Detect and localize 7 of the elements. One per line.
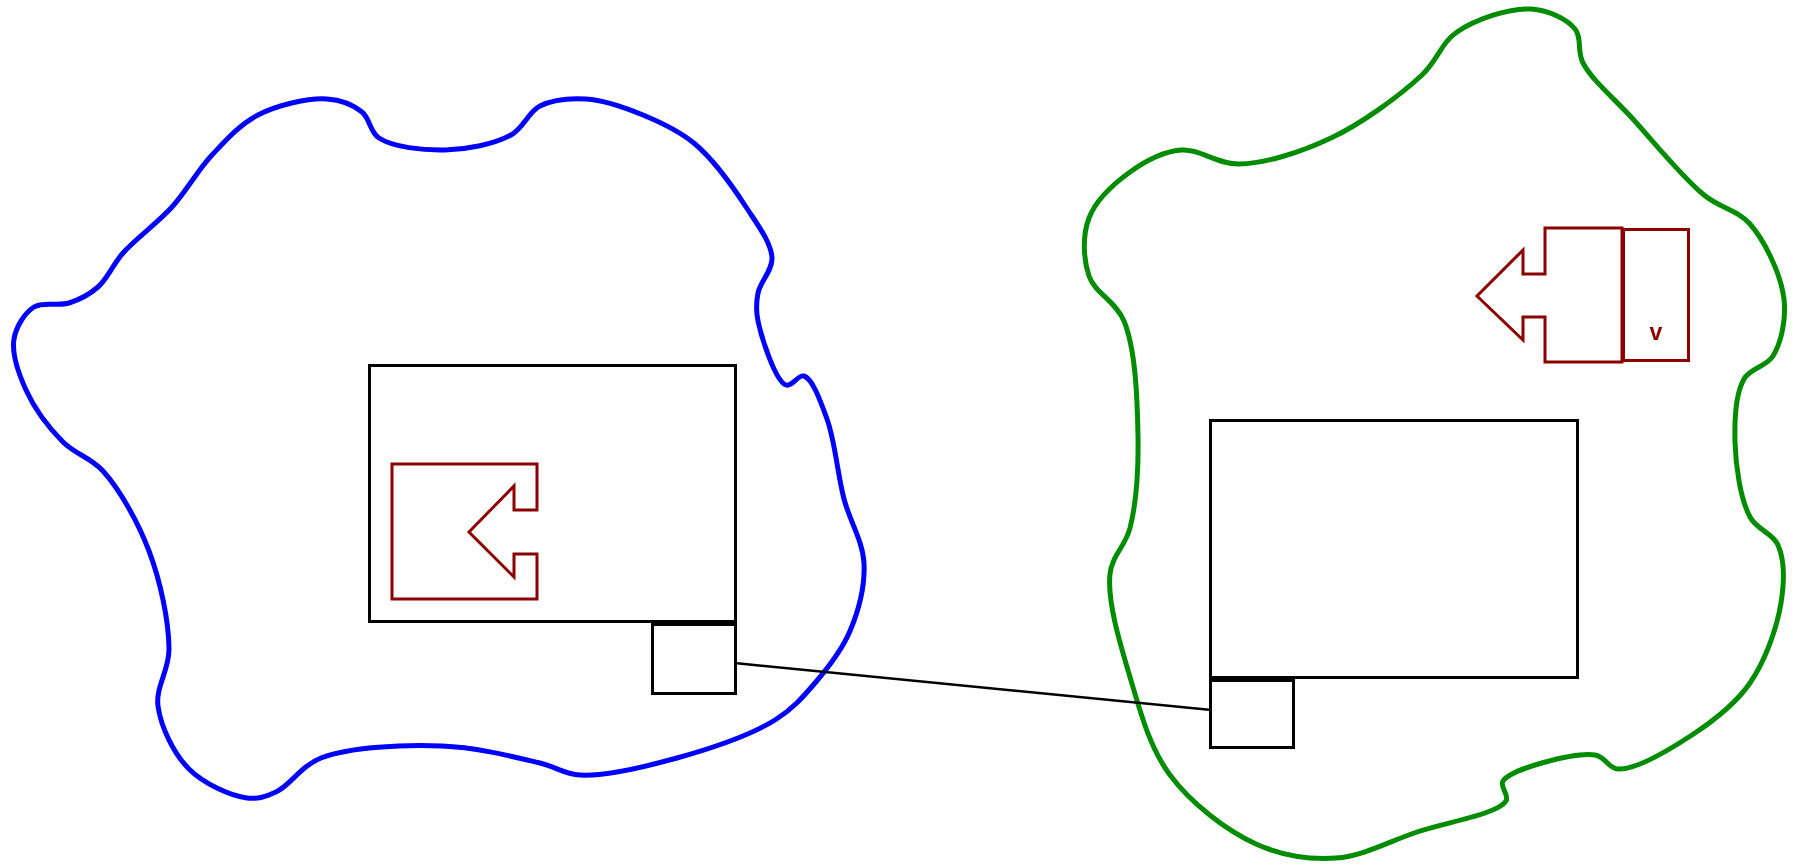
connector-line (736, 662, 1210, 711)
rectangle (651, 623, 737, 695)
rectangle (368, 364, 737, 623)
rectangle (1209, 419, 1579, 679)
box-label: v (1648, 321, 1664, 344)
labeled-box (1622, 228, 1690, 362)
rectangle (1209, 679, 1295, 749)
